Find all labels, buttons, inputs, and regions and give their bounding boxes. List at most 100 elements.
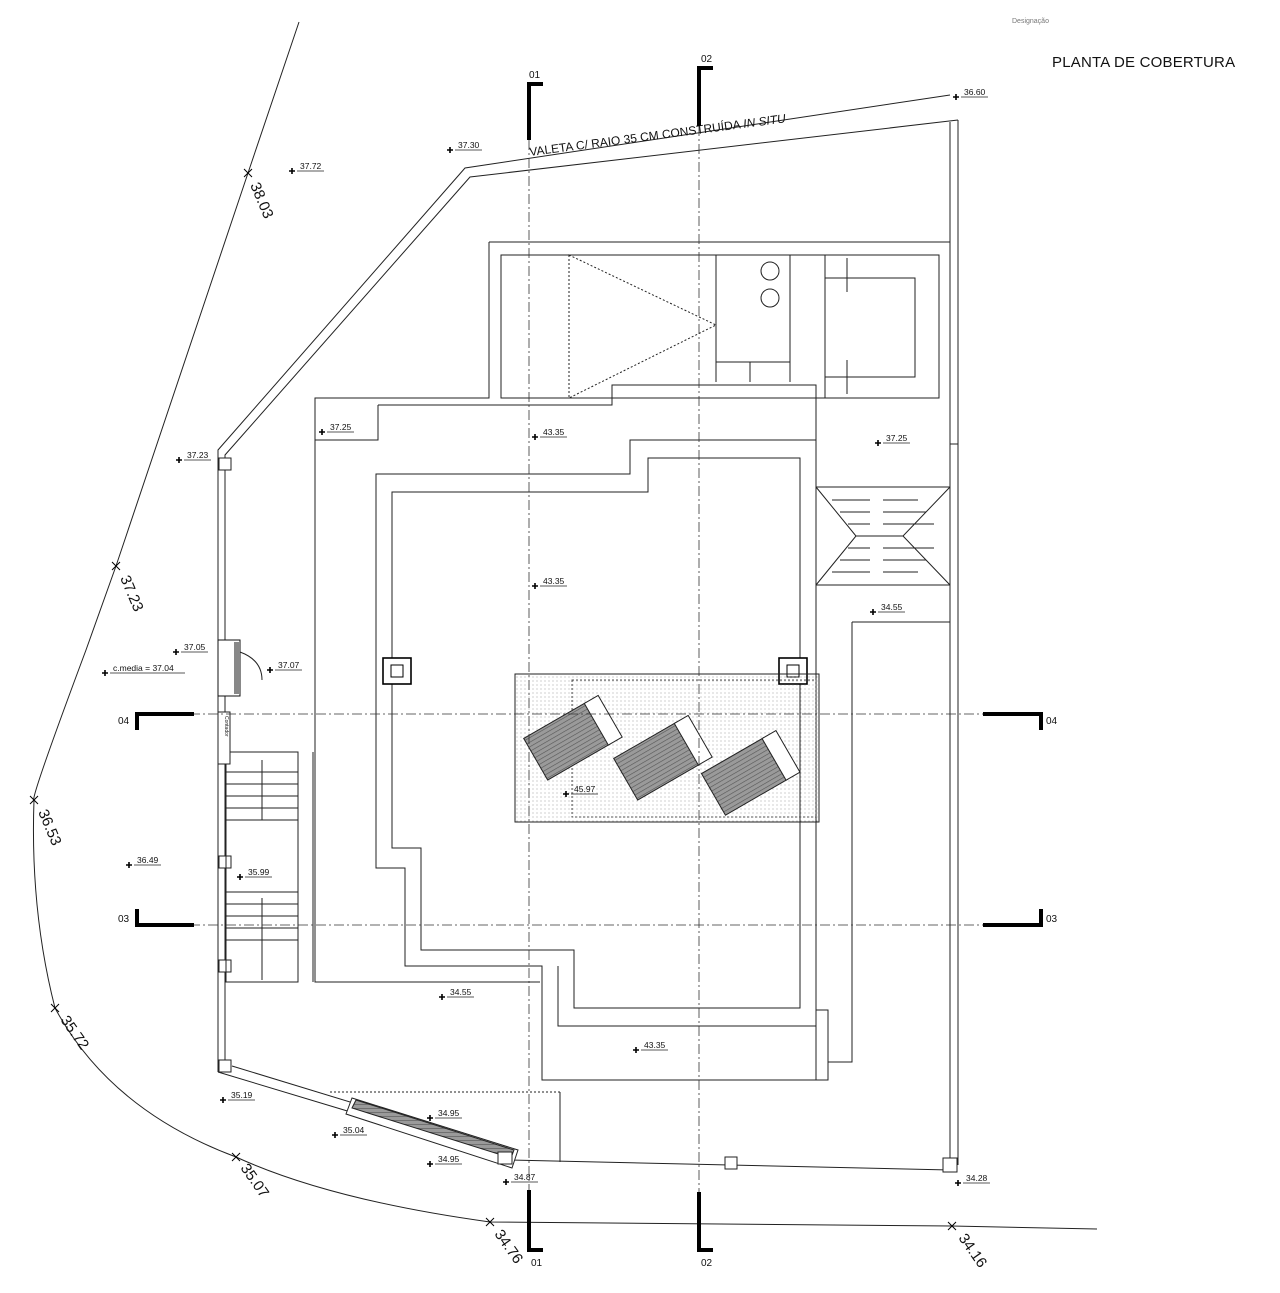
elevation-value: 45.97 [574, 784, 596, 794]
elevation-symbol [427, 1161, 433, 1167]
elevation-symbol [953, 94, 959, 100]
lot-marker-3723: 37.23 [111, 561, 147, 614]
sheet-title: PLANTA DE COBERTURA [1052, 54, 1236, 71]
elevation-symbol [176, 457, 182, 463]
elevation-marker: 34.55 [870, 602, 905, 615]
section-label-02-bottom: 02 [701, 1258, 713, 1269]
section-label-02-top: 02 [701, 54, 713, 65]
solar-panel-2 [613, 714, 713, 801]
lot-level-text: 35.07 [237, 1161, 272, 1202]
elevation-symbol [633, 1047, 639, 1053]
elevation-marker: 37.05 [173, 642, 208, 655]
elevation-value: 34.95 [438, 1108, 460, 1118]
elevation-value: 37.07 [278, 660, 300, 670]
elevation-marker: 34.95 [427, 1108, 462, 1121]
elevation-marker: 35.04 [332, 1125, 367, 1138]
elevation-marker: 45.97 [563, 784, 598, 797]
elevation-symbol [955, 1180, 961, 1186]
elevation-symbol [126, 862, 132, 868]
elevation-symbol [289, 168, 295, 174]
elevation-marker: c.media = 37.04 [102, 663, 185, 676]
elevation-marker: 34.28 [955, 1173, 990, 1186]
elevation-symbol [220, 1097, 226, 1103]
elevation-symbol [102, 670, 108, 676]
lot-marker-3416: 34.16 [947, 1221, 990, 1272]
lot-level-text: 34.76 [491, 1227, 526, 1268]
elevation-marker: 43.35 [532, 576, 567, 589]
axis-lines [190, 108, 985, 1200]
elevation-value: 36.60 [964, 87, 986, 97]
elevation-marker: 37.25 [875, 433, 910, 446]
elevation-value: 36.49 [137, 855, 159, 865]
section-label-01-top: 01 [529, 70, 541, 81]
valeta-note: VALETA C/ RAIO 35 CM CONSTRUÍDA IN SITU [528, 110, 786, 159]
lot-level-text: 38.03 [246, 180, 276, 221]
elevation-symbol [427, 1115, 433, 1121]
elevation-marker: 34.55 [439, 987, 474, 1000]
section-label-03-left: 03 [118, 914, 130, 925]
elevation-symbol [237, 874, 243, 880]
elevation-symbol [267, 667, 273, 673]
lot-level-text: 37.23 [116, 573, 146, 614]
elevation-value: 34.87 [514, 1172, 536, 1182]
elevation-marker: 37.72 [289, 161, 324, 174]
solar-panel-1 [523, 694, 623, 781]
solar-panel-area [514, 673, 820, 823]
elevation-symbol [173, 649, 179, 655]
lot-level-markers: 38.03 37.23 36.53 35.72 35.07 34.76 34.1… [29, 168, 990, 1272]
elevation-symbol [563, 791, 569, 797]
lot-level-text: 36.53 [34, 807, 64, 848]
lot-marker-3803: 38.03 [243, 168, 277, 221]
section-label-03-right: 03 [1046, 914, 1058, 925]
lot-marker-3476: 34.76 [485, 1217, 526, 1268]
section-cuts: 01 02 01 02 04 04 03 03 [118, 54, 1058, 1269]
elevation-symbol [870, 609, 876, 615]
section-label-04-right: 04 [1046, 716, 1058, 727]
elevation-marker: 34.95 [427, 1154, 462, 1167]
elevation-value: 34.55 [450, 987, 472, 997]
section-label-04-left: 04 [118, 716, 130, 727]
elevation-marker: 36.49 [126, 855, 161, 868]
elevation-value: 35.19 [231, 1090, 253, 1100]
elevation-marker: 37.25 [319, 422, 354, 435]
lot-marker-3507: 35.07 [231, 1152, 272, 1202]
elevation-value: 34.55 [881, 602, 903, 612]
elevation-symbol [319, 429, 325, 435]
elevation-value: 35.04 [343, 1125, 365, 1135]
elevation-symbol [447, 147, 453, 153]
elevation-value: 34.95 [438, 1154, 460, 1164]
elevation-symbol [503, 1179, 509, 1185]
lot-boundary [32, 21, 1098, 1230]
elevation-value: 43.35 [543, 427, 565, 437]
elevation-symbol [875, 440, 881, 446]
elevation-symbol [332, 1132, 338, 1138]
elevation-marker: 43.35 [532, 427, 567, 440]
elevation-marker: 37.07 [267, 660, 302, 673]
elevation-marker: 34.87 [503, 1172, 538, 1185]
stairs-right [815, 443, 959, 586]
elevation-markers: 36.60 37.30 37.72 37.25 43.35 37.25 37.23 43.35… [102, 87, 990, 1186]
elevation-value: 37.72 [300, 161, 322, 171]
elevation-marker: 36.60 [953, 87, 988, 100]
contador-label: Contador [223, 716, 229, 737]
designation-label: Designação [1012, 18, 1049, 25]
elevation-value: 34.28 [966, 1173, 988, 1183]
elevation-value: 37.25 [886, 433, 908, 443]
elevation-marker: 43.35 [633, 1040, 668, 1053]
lot-level-text: 34.16 [955, 1231, 990, 1272]
solar-panel-3 [700, 729, 801, 816]
elevation-value: c.media = 37.04 [113, 663, 174, 673]
technical-zone [314, 241, 950, 458]
elevation-value: 43.35 [543, 576, 565, 586]
lot-marker-3653: 36.53 [29, 795, 65, 848]
elevation-marker: 37.30 [447, 140, 482, 153]
elevation-marker: 37.23 [176, 450, 211, 463]
elevation-value: 37.23 [187, 450, 209, 460]
lot-level-text: 35.72 [57, 1013, 92, 1054]
perimeter-wall [217, 94, 959, 1173]
elevation-value: 35.99 [248, 867, 270, 877]
elevation-value: 37.05 [184, 642, 206, 652]
elevation-value: 43.35 [644, 1040, 666, 1050]
bottom-ramp [345, 1097, 519, 1169]
